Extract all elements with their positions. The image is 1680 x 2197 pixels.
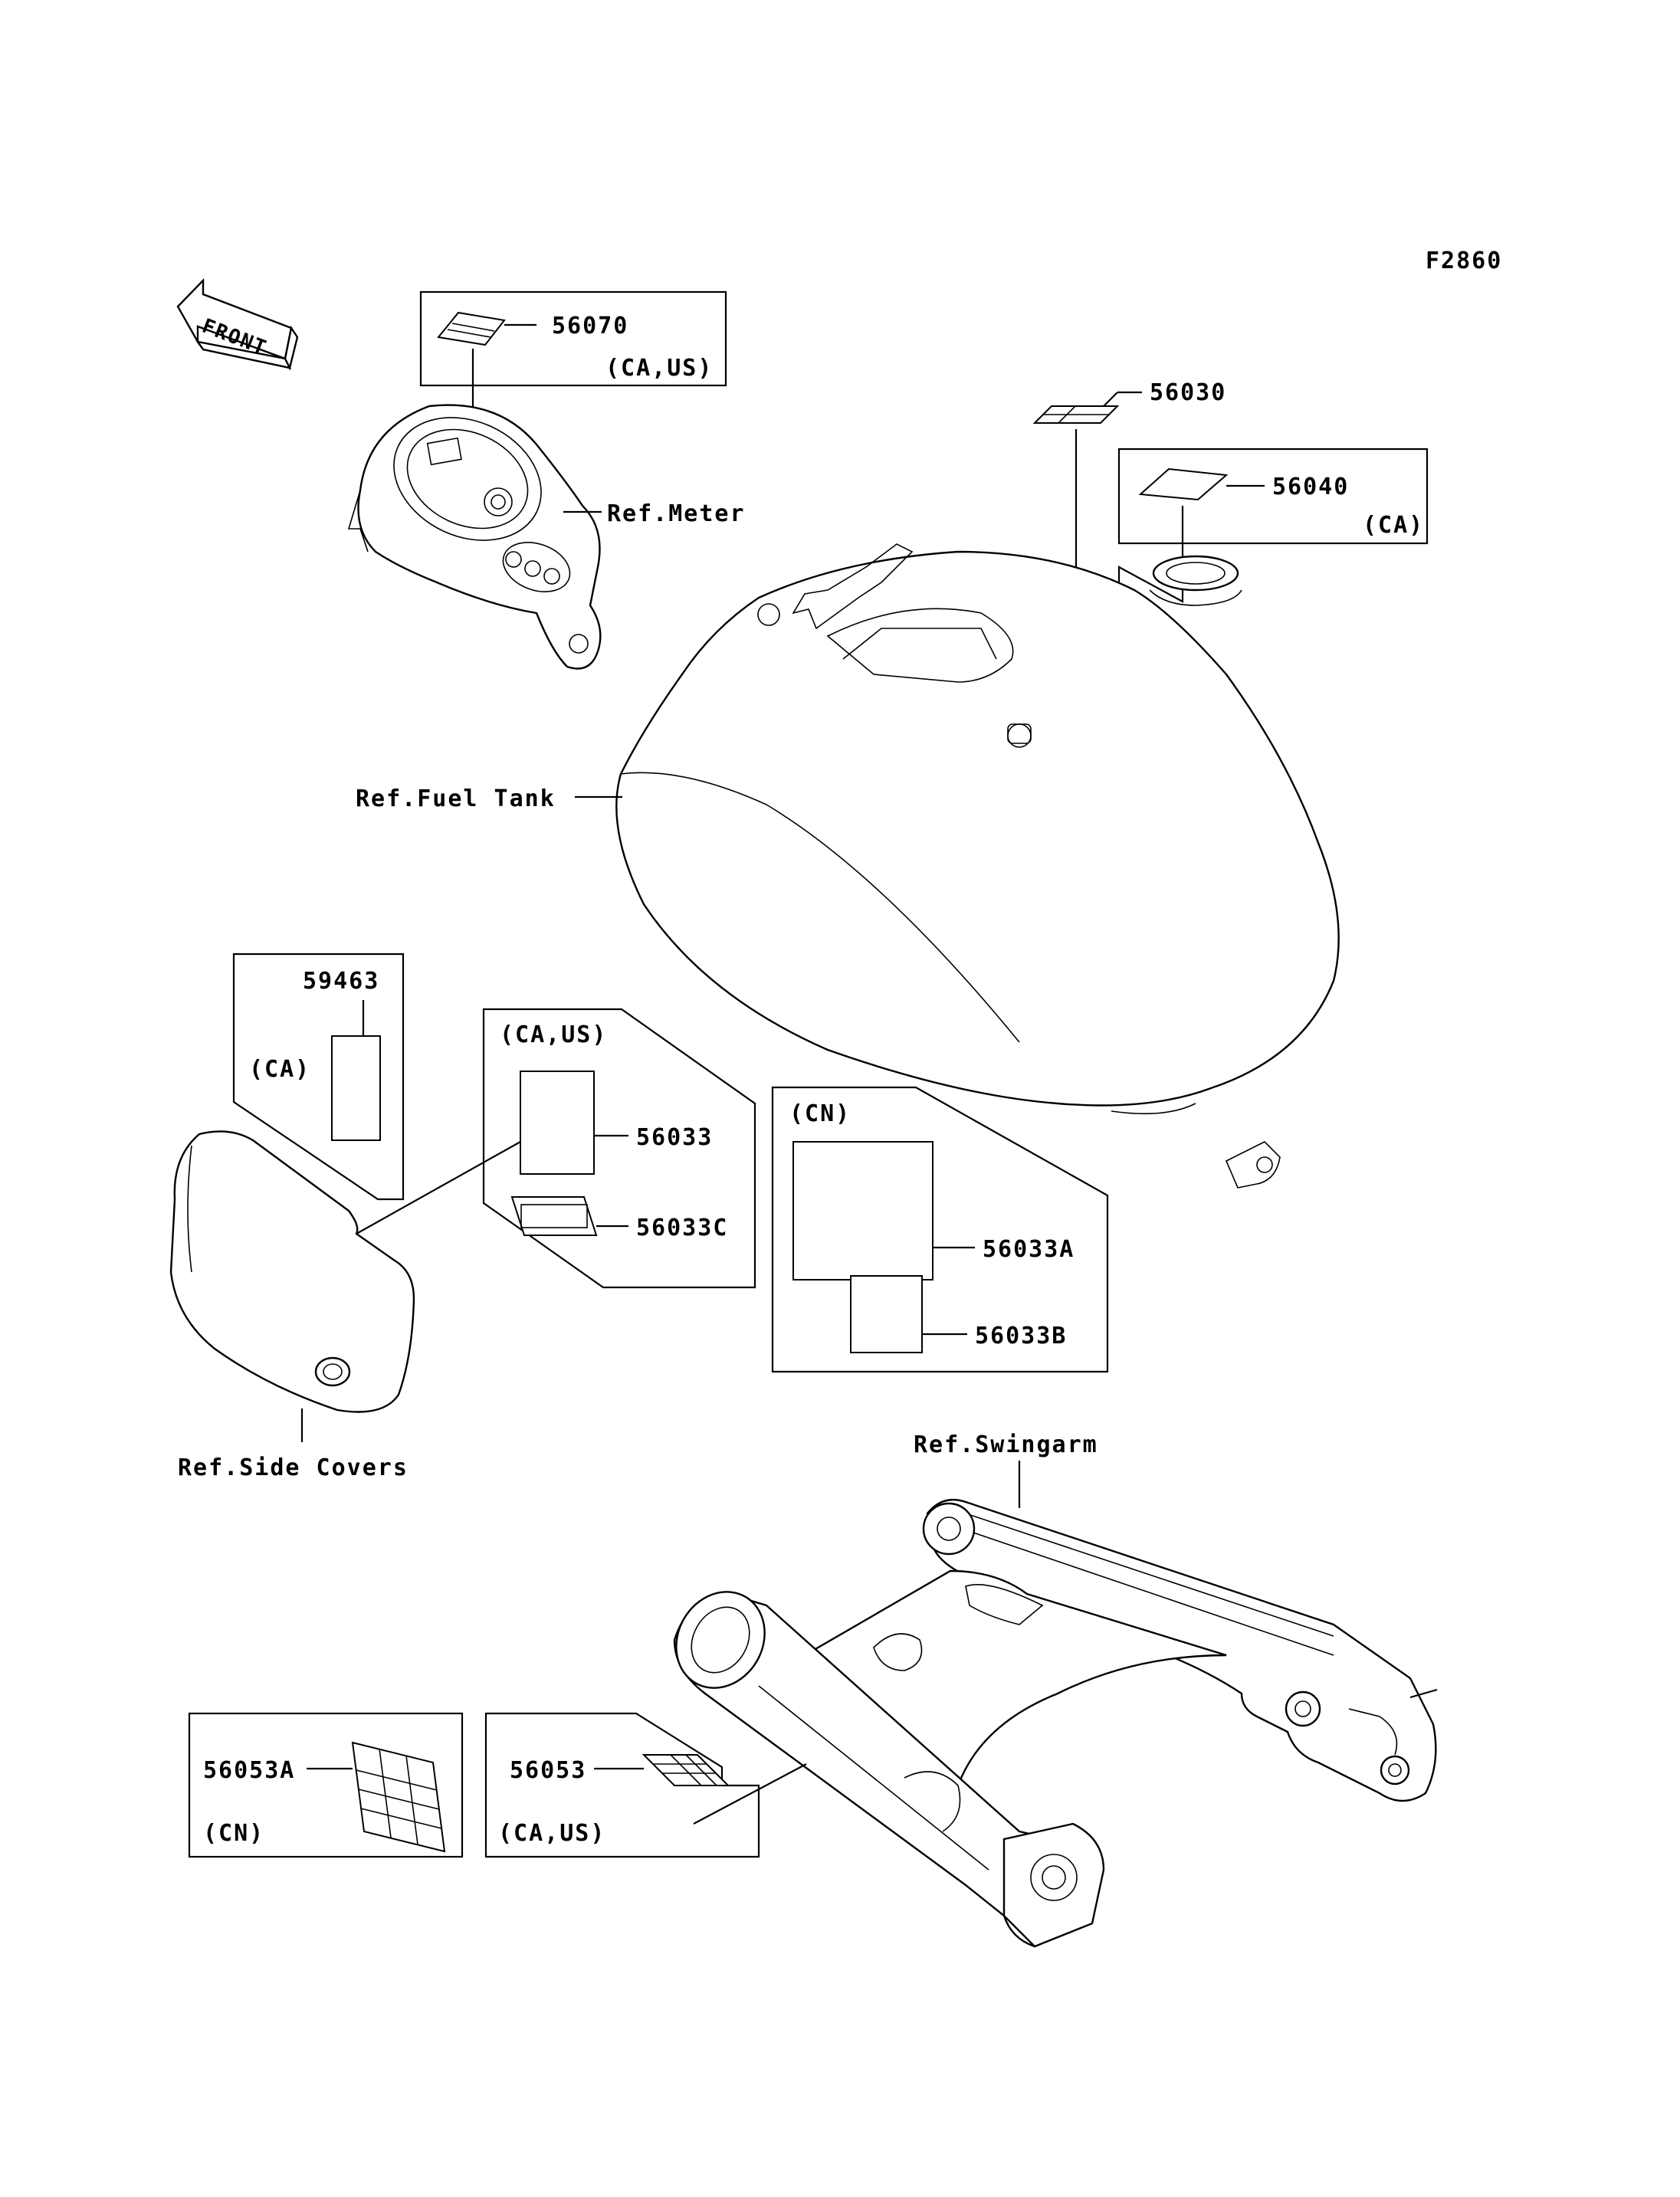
- part-56040: 56040: [1272, 474, 1349, 500]
- ref-fuel-tank-label: Ref.Fuel Tank: [356, 785, 556, 812]
- region-56053a: (CN): [203, 1820, 264, 1847]
- callout-box-56053: 56053 (CA,US): [484, 1712, 760, 1858]
- label-56030: 56030: [1032, 379, 1226, 424]
- part-56033: 56033: [636, 1124, 713, 1151]
- callout-box-56040: 56040 (CA): [1117, 448, 1429, 545]
- part-56033c: 56033C: [636, 1215, 728, 1241]
- ref-side-covers-label: Ref.Side Covers: [178, 1454, 409, 1481]
- label-56033b-icon: [850, 1275, 923, 1353]
- callout-box-56053a: 56053A (CN): [188, 1712, 464, 1858]
- figure-id: F2860: [1426, 248, 1502, 274]
- label-56033c-icon: [510, 1196, 598, 1236]
- ref-swingarm-label: Ref.Swingarm: [914, 1431, 1098, 1458]
- side-cover: [169, 1130, 415, 1413]
- ref-meter-label: Ref.Meter: [607, 500, 746, 527]
- part-56033a: 56033A: [983, 1236, 1075, 1263]
- part-56033b: 56033B: [975, 1323, 1067, 1349]
- region-56053: (CA,US): [498, 1820, 605, 1847]
- label-56070-icon: [437, 311, 506, 346]
- label-56040-icon: [1138, 467, 1229, 501]
- part-59463: 59463: [303, 968, 379, 995]
- region-56040: (CA): [1363, 512, 1424, 539]
- part-56053: 56053: [510, 1757, 586, 1784]
- part-56030: 56030: [1150, 379, 1226, 406]
- label-56033-icon: [520, 1071, 595, 1175]
- meter-assembly: [347, 404, 602, 670]
- region-56070: (CA,US): [605, 355, 713, 382]
- label-56033a-icon: [792, 1141, 934, 1280]
- callout-box-56070: 56070 (CA,US): [419, 290, 727, 387]
- callout-box-56033-caus: (CA,US) 56033 56033C: [482, 1008, 756, 1289]
- swingarm: [673, 1498, 1438, 1948]
- front-direction-arrow: FRONT: [176, 278, 299, 371]
- part-56053a: 56053A: [203, 1757, 295, 1784]
- label-59463-icon: [331, 1035, 381, 1141]
- part-56070: 56070: [552, 313, 628, 339]
- fuel-tank: [615, 543, 1340, 1189]
- label-56053a-icon: [351, 1741, 446, 1853]
- callout-box-56033-cn: (CN) 56033A 56033B: [771, 1086, 1109, 1373]
- callout-box-59463: 59463 (CA): [232, 953, 405, 1201]
- region-59463: (CA): [249, 1056, 310, 1083]
- region-56033-cn: (CN): [789, 1100, 851, 1127]
- region-56033-caus: (CA,US): [500, 1021, 607, 1048]
